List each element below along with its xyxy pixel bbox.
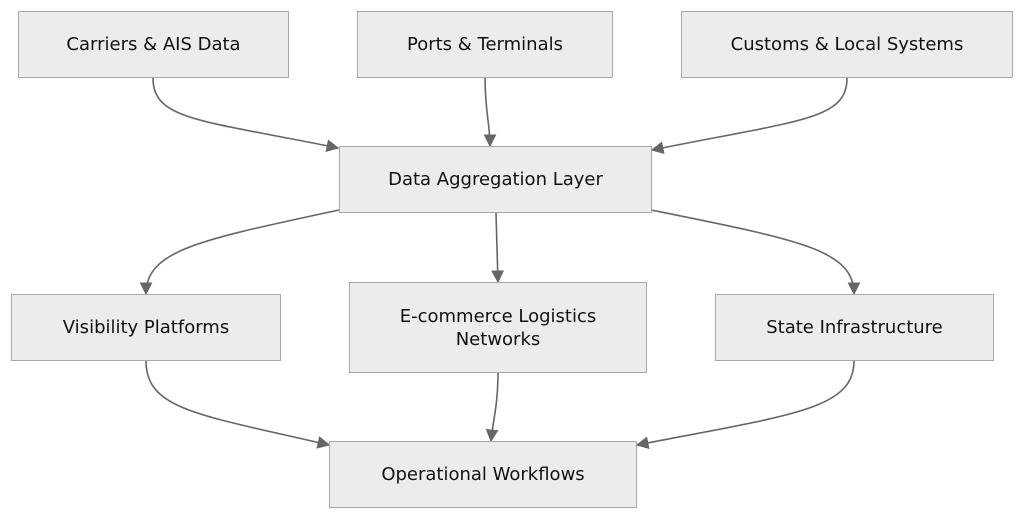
- node-state[interactable]: State Infrastructure: [715, 294, 994, 361]
- edge-customs-aggregation: [650, 77, 848, 154]
- node-carriers[interactable]: Carriers & AIS Data: [18, 11, 289, 78]
- node-label: Operational Workflows: [381, 464, 585, 485]
- edge-carriers-aggregation: [152, 77, 340, 152]
- node-visibility[interactable]: Visibility Platforms: [11, 294, 281, 361]
- node-label: E-commerce Logistics Networks: [399, 305, 597, 350]
- node-workflows[interactable]: Operational Workflows: [329, 441, 637, 508]
- node-label: Data Aggregation Layer: [388, 169, 603, 190]
- edge-aggregation-state: [650, 209, 861, 296]
- edge-state-workflows: [635, 360, 855, 450]
- node-label: Visibility Platforms: [62, 317, 230, 338]
- node-label: Customs & Local Systems: [730, 34, 964, 55]
- node-ecommerce[interactable]: E-commerce Logistics Networks: [349, 282, 647, 373]
- node-label: State Infrastructure: [766, 317, 943, 338]
- node-ports[interactable]: Ports & Terminals: [357, 11, 613, 78]
- edge-aggregation-ecommerce: [491, 212, 505, 284]
- node-customs[interactable]: Customs & Local Systems: [681, 11, 1013, 78]
- node-aggregation[interactable]: Data Aggregation Layer: [339, 146, 652, 213]
- edge-aggregation-visibility: [139, 209, 340, 296]
- node-label: Carriers & AIS Data: [66, 34, 241, 55]
- edge-visibility-workflows: [145, 360, 331, 449]
- edge-ecommerce-workflows: [485, 372, 499, 443]
- edge-ports-aggregation: [483, 77, 497, 148]
- node-label: Ports & Terminals: [407, 34, 563, 55]
